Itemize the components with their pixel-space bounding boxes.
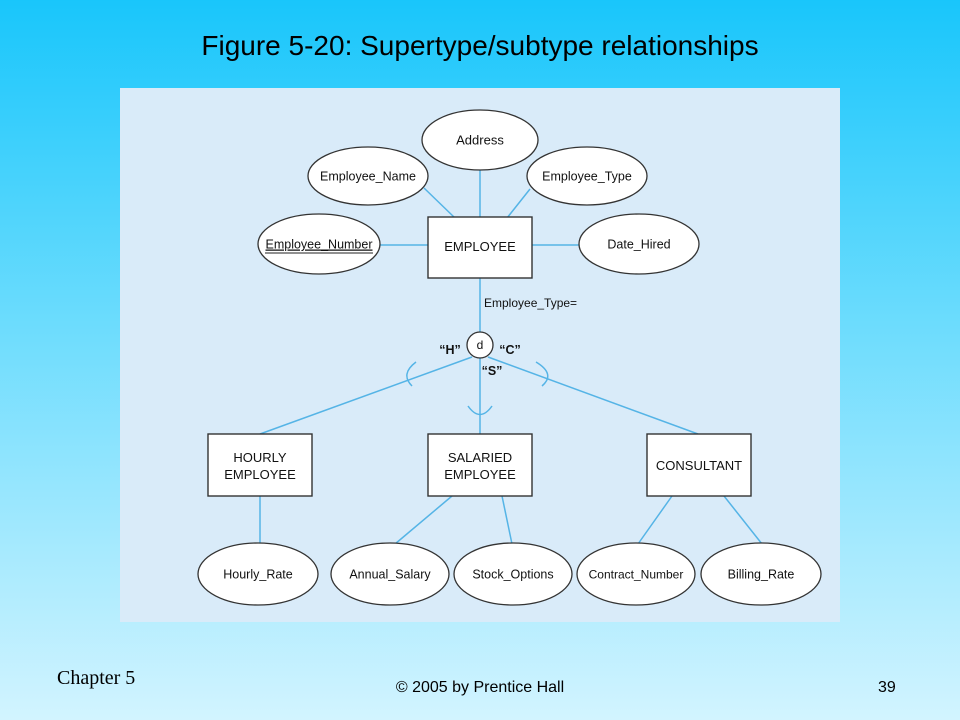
line-consultant-contract-number: [637, 495, 673, 545]
slide-title: Figure 5-20: Supertype/subtype relations…: [201, 30, 759, 61]
copyright-notice: © 2005 by Prentice Hall: [395, 679, 565, 696]
er-diagram-canvas: Address Employee_Name Employee_Type Empl…: [197, 109, 822, 606]
entity-salaried-employee: SALARIED EMPLOYEE: [427, 433, 533, 497]
attribute-employee-number: Employee_Number: [257, 213, 381, 275]
subset-arc-consultant: [535, 361, 549, 387]
discriminator-label: Employee_Type=: [484, 296, 577, 310]
attribute-billing-rate-label: Billing_Rate: [728, 568, 795, 582]
attribute-employee-number-label: Employee_Number: [266, 238, 373, 252]
connector-lines: [259, 170, 763, 545]
subset-arc-hourly: [406, 361, 417, 387]
attribute-date-hired-label: Date_Hired: [607, 238, 670, 252]
attribute-stock-options: Stock_Options: [453, 542, 573, 606]
discriminator-value-consultant: “C”: [499, 343, 521, 357]
attribute-hourly-rate: Hourly_Rate: [197, 542, 319, 606]
er-diagram: Address Employee_Name Employee_Type Empl…: [120, 88, 840, 622]
discriminator-value-hourly: “H”: [439, 343, 461, 357]
entity-hourly-line1: HOURLY: [233, 450, 287, 465]
attribute-employee-name-label: Employee_Name: [320, 170, 416, 184]
entity-hourly-line2: EMPLOYEE: [224, 467, 296, 482]
line-salaried-annual-salary: [394, 495, 453, 545]
subset-arc-salaried: [467, 405, 493, 416]
discriminator-value-salaried: “S”: [482, 364, 503, 378]
attribute-stock-options-label: Stock_Options: [472, 568, 553, 582]
attribute-annual-salary: Annual_Salary: [330, 542, 450, 606]
entity-consultant: CONSULTANT: [646, 433, 752, 497]
attribute-contract-number-label: Contract_Number: [589, 568, 684, 582]
entity-hourly-employee: HOURLY EMPLOYEE: [207, 433, 313, 497]
attribute-hourly-rate-label: Hourly_Rate: [223, 568, 293, 582]
disjoint-symbol: d: [477, 338, 484, 352]
entity-salaried-line1: SALARIED: [448, 450, 512, 465]
entity-employee-label: EMPLOYEE: [444, 239, 516, 254]
attribute-employee-type: Employee_Type: [526, 146, 648, 206]
attribute-annual-salary-label: Annual_Salary: [349, 568, 431, 582]
chapter-label: Chapter 5: [57, 667, 136, 689]
page-number: 39: [878, 679, 896, 696]
attribute-employee-name: Employee_Name: [307, 146, 429, 206]
line-employee-type-employee: [506, 188, 531, 219]
line-disjoint-hourly: [259, 356, 473, 435]
line-employee-name-employee: [423, 187, 456, 219]
entity-employee: EMPLOYEE: [427, 216, 533, 279]
disjoint-circle: d: [466, 331, 494, 359]
attribute-address-label: Address: [456, 133, 504, 148]
attribute-employee-type-label: Employee_Type: [542, 170, 632, 184]
line-disjoint-consultant: [487, 356, 699, 435]
attribute-address: Address: [421, 109, 539, 171]
line-consultant-billing-rate: [723, 495, 763, 545]
entity-salaried-line2: EMPLOYEE: [444, 467, 516, 482]
entity-consultant-label: CONSULTANT: [656, 458, 742, 473]
attribute-date-hired: Date_Hired: [578, 213, 700, 275]
attribute-billing-rate: Billing_Rate: [700, 542, 822, 606]
attribute-contract-number: Contract_Number: [576, 542, 696, 606]
line-salaried-stock-options: [501, 495, 513, 545]
